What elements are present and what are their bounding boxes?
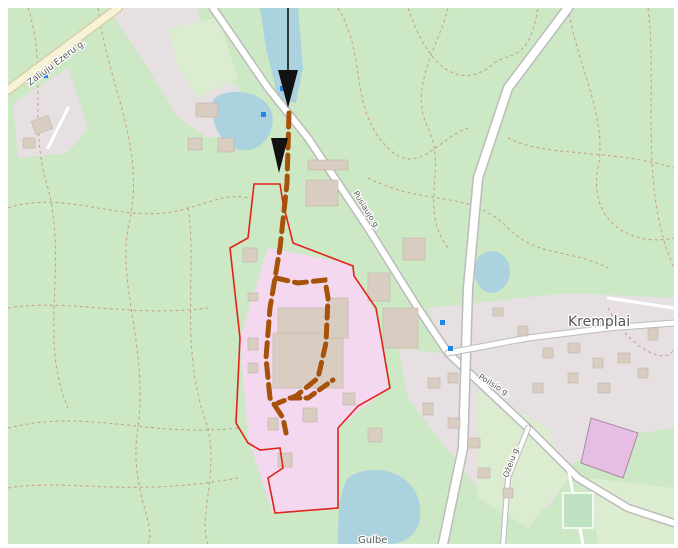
pink-lot-east [580, 417, 639, 479]
residential-area-northwest [13, 68, 88, 158]
bus-stop-markers [43, 73, 453, 351]
forest-trails [8, 8, 674, 544]
area-boundary [229, 183, 391, 514]
label-kremplai: Kremplai [568, 314, 630, 330]
lake-south [338, 469, 421, 544]
map-view[interactable]: Kremplai Zaliuju Ezeru g. Pusiaujo g. Po… [8, 8, 674, 544]
direction-arrows [271, 8, 298, 173]
route-line [263, 110, 336, 436]
lake-northwest [212, 91, 273, 151]
arrow-down-icon [271, 138, 288, 173]
label-lake: Gulbe [358, 535, 387, 544]
pond-east [474, 251, 511, 293]
meadow-area-north [168, 18, 238, 98]
residential-area-kremplai [428, 293, 674, 468]
meadow-area-east [478, 388, 568, 528]
map-canvas[interactable]: Kremplai Zaliuju Ezeru g. Pusiaujo g. Po… [8, 8, 674, 544]
sports-pitch [562, 492, 594, 529]
arrow-down-icon [278, 70, 298, 108]
